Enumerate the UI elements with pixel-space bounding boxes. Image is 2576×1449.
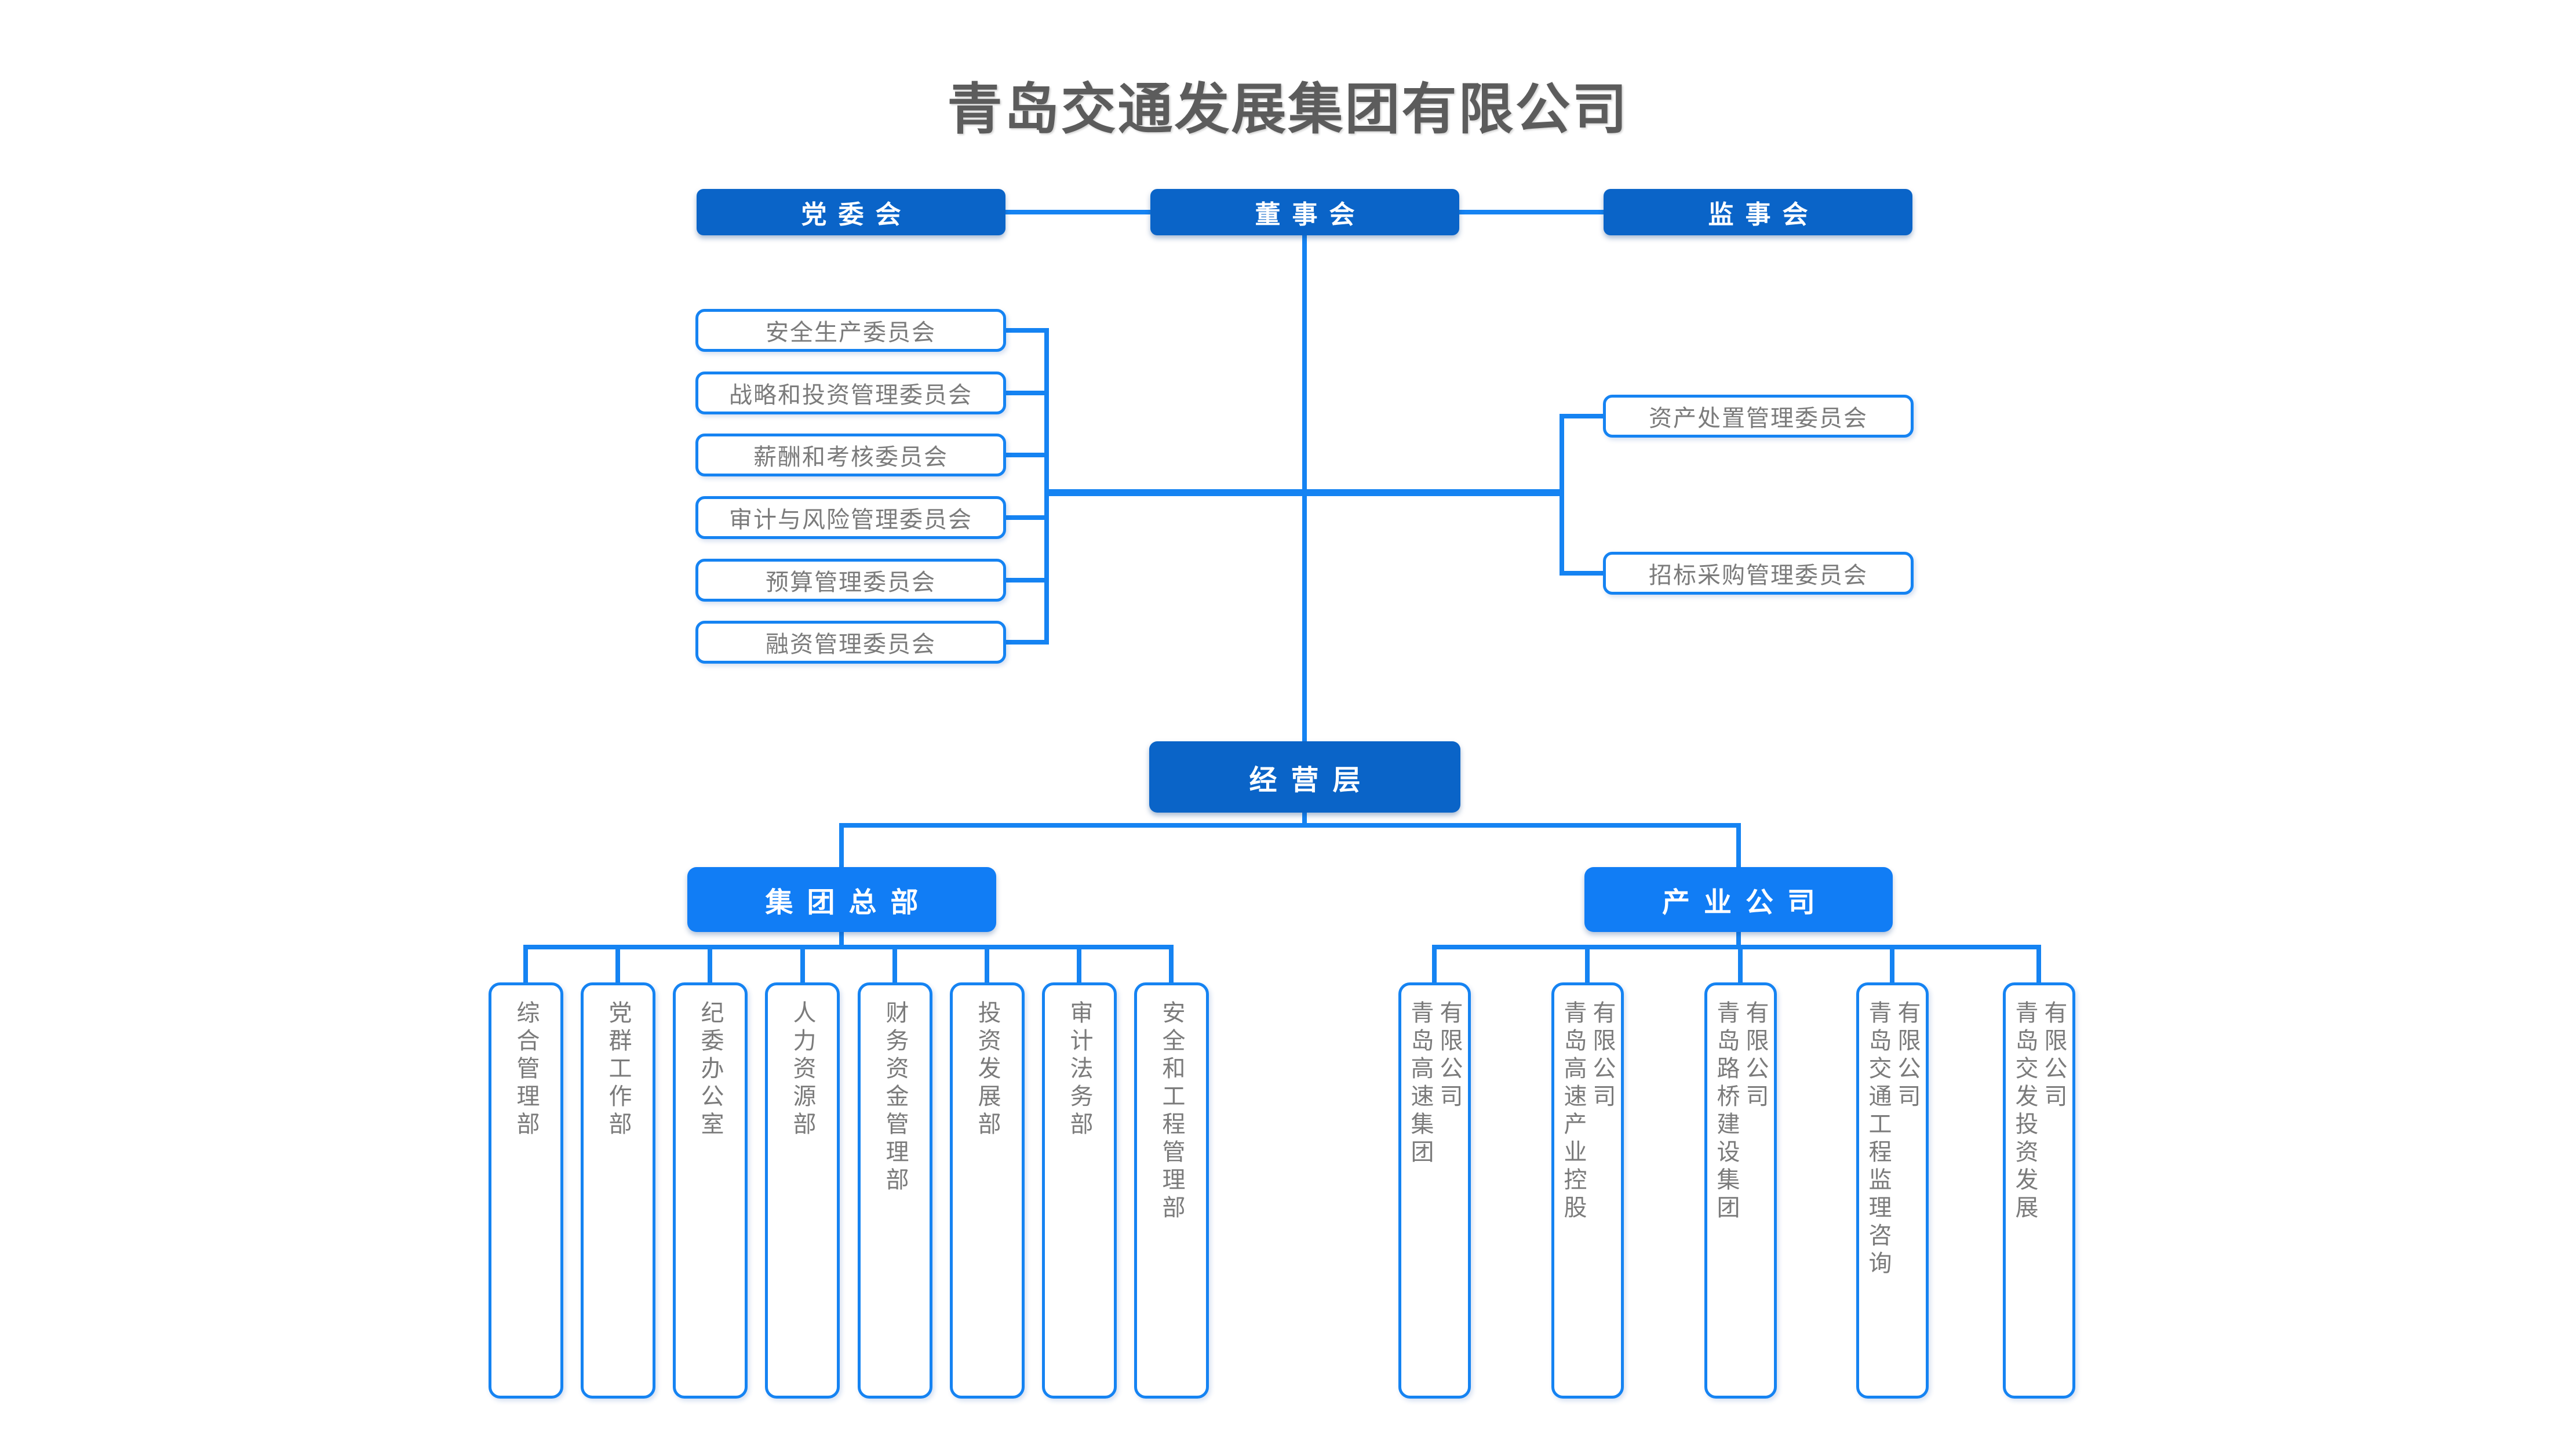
- connector-board-supervisory: [1459, 210, 1604, 214]
- connector-company-stub-1: [1432, 945, 1437, 982]
- company-qingdao-expressway-group: 青岛高速集团有限公司: [1398, 982, 1471, 1399]
- connector-right-committee-stub-2: [1564, 571, 1603, 576]
- node-party-committee-label: 党委会: [801, 201, 913, 229]
- connector-department-stub-7: [1077, 945, 1081, 982]
- department-label: 投资发展部: [974, 1000, 1000, 1139]
- company-label: 青岛交发投资发展有限公司: [2012, 1000, 2067, 1223]
- committee-label: 融资管理委员会: [766, 632, 936, 657]
- connector-left-committee-stub-5: [1006, 578, 1049, 582]
- department-label: 综合管理部: [513, 1000, 539, 1139]
- connector-right-committee-bracket: [1560, 414, 1564, 576]
- connector-department-stub-4: [800, 945, 805, 982]
- connector-department-stub-6: [985, 945, 989, 982]
- committee-audit-risk: 审计与风险管理委员会: [695, 496, 1006, 539]
- page-title: 青岛交通发展集团有限公司: [947, 79, 1629, 140]
- connector-committees-main-horizontal: [1044, 489, 1564, 496]
- connector-branch-trunk: [839, 823, 1741, 828]
- committee-strategy-investment: 战略和投资管理委员会: [695, 372, 1006, 414]
- company-label: 青岛交通工程监理咨询有限公司: [1865, 1000, 1920, 1279]
- connector-left-committee-stub-2: [1006, 391, 1049, 395]
- node-group-headquarters: 集团总部: [687, 867, 996, 932]
- committee-budget-management: 预算管理委员会: [695, 559, 1006, 602]
- connector-department-stub-3: [708, 945, 712, 982]
- node-board-of-directors-label: 董事会: [1255, 201, 1367, 229]
- company-label: 青岛高速集团有限公司: [1407, 1000, 1462, 1167]
- committee-label: 资产处置管理委员会: [1649, 406, 1868, 431]
- connector-right-committee-stub-1: [1564, 414, 1603, 418]
- company-qingdao-jiaofa-investment-development: 青岛交发投资发展有限公司: [2003, 982, 2075, 1399]
- company-qingdao-road-bridge-construction-group: 青岛路桥建设集团有限公司: [1704, 982, 1777, 1399]
- company-qingdao-expressway-industry-holding: 青岛高速产业控股有限公司: [1551, 982, 1624, 1399]
- department-label: 纪委办公室: [697, 1000, 723, 1139]
- node-board-of-directors: 董事会: [1150, 189, 1459, 235]
- committee-asset-disposal: 资产处置管理委员会: [1603, 395, 1914, 438]
- committee-financing-management: 融资管理委员会: [695, 621, 1006, 664]
- committee-label: 薪酬和考核委员会: [753, 445, 948, 470]
- connector-industry-up-stub: [1736, 823, 1741, 867]
- committee-compensation-assessment: 薪酬和考核委员会: [695, 434, 1006, 476]
- connector-party-board: [1005, 210, 1150, 214]
- connector-department-stub-8: [1169, 945, 1174, 982]
- department-discipline-office: 纪委办公室: [673, 982, 748, 1399]
- node-management-layer-label: 经营层: [1249, 764, 1375, 796]
- connector-left-committee-stub-1: [1006, 328, 1049, 333]
- connector-company-stub-2: [1585, 945, 1590, 982]
- node-group-headquarters-label: 集团总部: [765, 887, 932, 918]
- connector-department-stub-5: [892, 945, 897, 982]
- committee-label: 战略和投资管理委员会: [729, 383, 972, 408]
- committee-bidding-procurement: 招标采购管理委员会: [1603, 552, 1914, 595]
- department-label: 财务资金管理部: [882, 1000, 908, 1195]
- committee-label: 审计与风险管理委员会: [729, 507, 972, 533]
- connector-hq-down-stub: [839, 932, 844, 949]
- node-supervisory-board: 监事会: [1604, 189, 1912, 235]
- connector-department-stub-2: [615, 945, 620, 982]
- connector-department-trunk: [523, 945, 1174, 949]
- connector-board-management-vertical: [1302, 235, 1307, 741]
- committee-safety-production: 安全生产委员会: [695, 309, 1006, 352]
- node-party-committee: 党委会: [697, 189, 1005, 235]
- connector-left-committee-stub-6: [1006, 640, 1049, 645]
- connector-company-stub-3: [1738, 945, 1743, 982]
- node-industry-companies-label: 产业公司: [1662, 887, 1829, 918]
- connector-department-stub-1: [523, 945, 528, 982]
- node-management-layer: 经营层: [1149, 741, 1460, 813]
- department-label: 党群工作部: [605, 1000, 631, 1139]
- department-finance-funds: 财务资金管理部: [858, 982, 932, 1399]
- connector-hq-up-stub: [839, 823, 844, 867]
- connector-left-committee-bracket: [1044, 328, 1049, 645]
- department-safety-engineering: 安全和工程管理部: [1134, 982, 1209, 1399]
- company-qingdao-traffic-engineering-supervision-consulting: 青岛交通工程监理咨询有限公司: [1856, 982, 1929, 1399]
- company-label: 青岛高速产业控股有限公司: [1560, 1000, 1615, 1223]
- department-audit-legal: 审计法务部: [1042, 982, 1117, 1399]
- connector-company-trunk: [1432, 945, 2041, 949]
- connector-left-committee-stub-3: [1006, 453, 1049, 457]
- node-industry-companies: 产业公司: [1584, 867, 1893, 932]
- node-supervisory-board-label: 监事会: [1708, 201, 1820, 229]
- department-general-management: 综合管理部: [489, 982, 563, 1399]
- connector-industry-down-stub: [1736, 932, 1741, 949]
- connector-left-committee-stub-4: [1006, 515, 1049, 520]
- committee-label: 预算管理委员会: [766, 570, 936, 595]
- connector-company-stub-4: [1890, 945, 1894, 982]
- company-label: 青岛路桥建设集团有限公司: [1713, 1000, 1768, 1223]
- department-human-resources: 人力资源部: [765, 982, 840, 1399]
- department-party-mass-work: 党群工作部: [581, 982, 655, 1399]
- committee-label: 招标采购管理委员会: [1649, 563, 1868, 588]
- department-investment-development: 投资发展部: [950, 982, 1025, 1399]
- department-label: 人力资源部: [789, 1000, 815, 1139]
- committee-label: 安全生产委员会: [766, 320, 936, 345]
- department-label: 安全和工程管理部: [1158, 1000, 1185, 1223]
- department-label: 审计法务部: [1066, 1000, 1092, 1139]
- connector-company-stub-5: [2036, 945, 2041, 982]
- connector-management-down: [1302, 813, 1307, 828]
